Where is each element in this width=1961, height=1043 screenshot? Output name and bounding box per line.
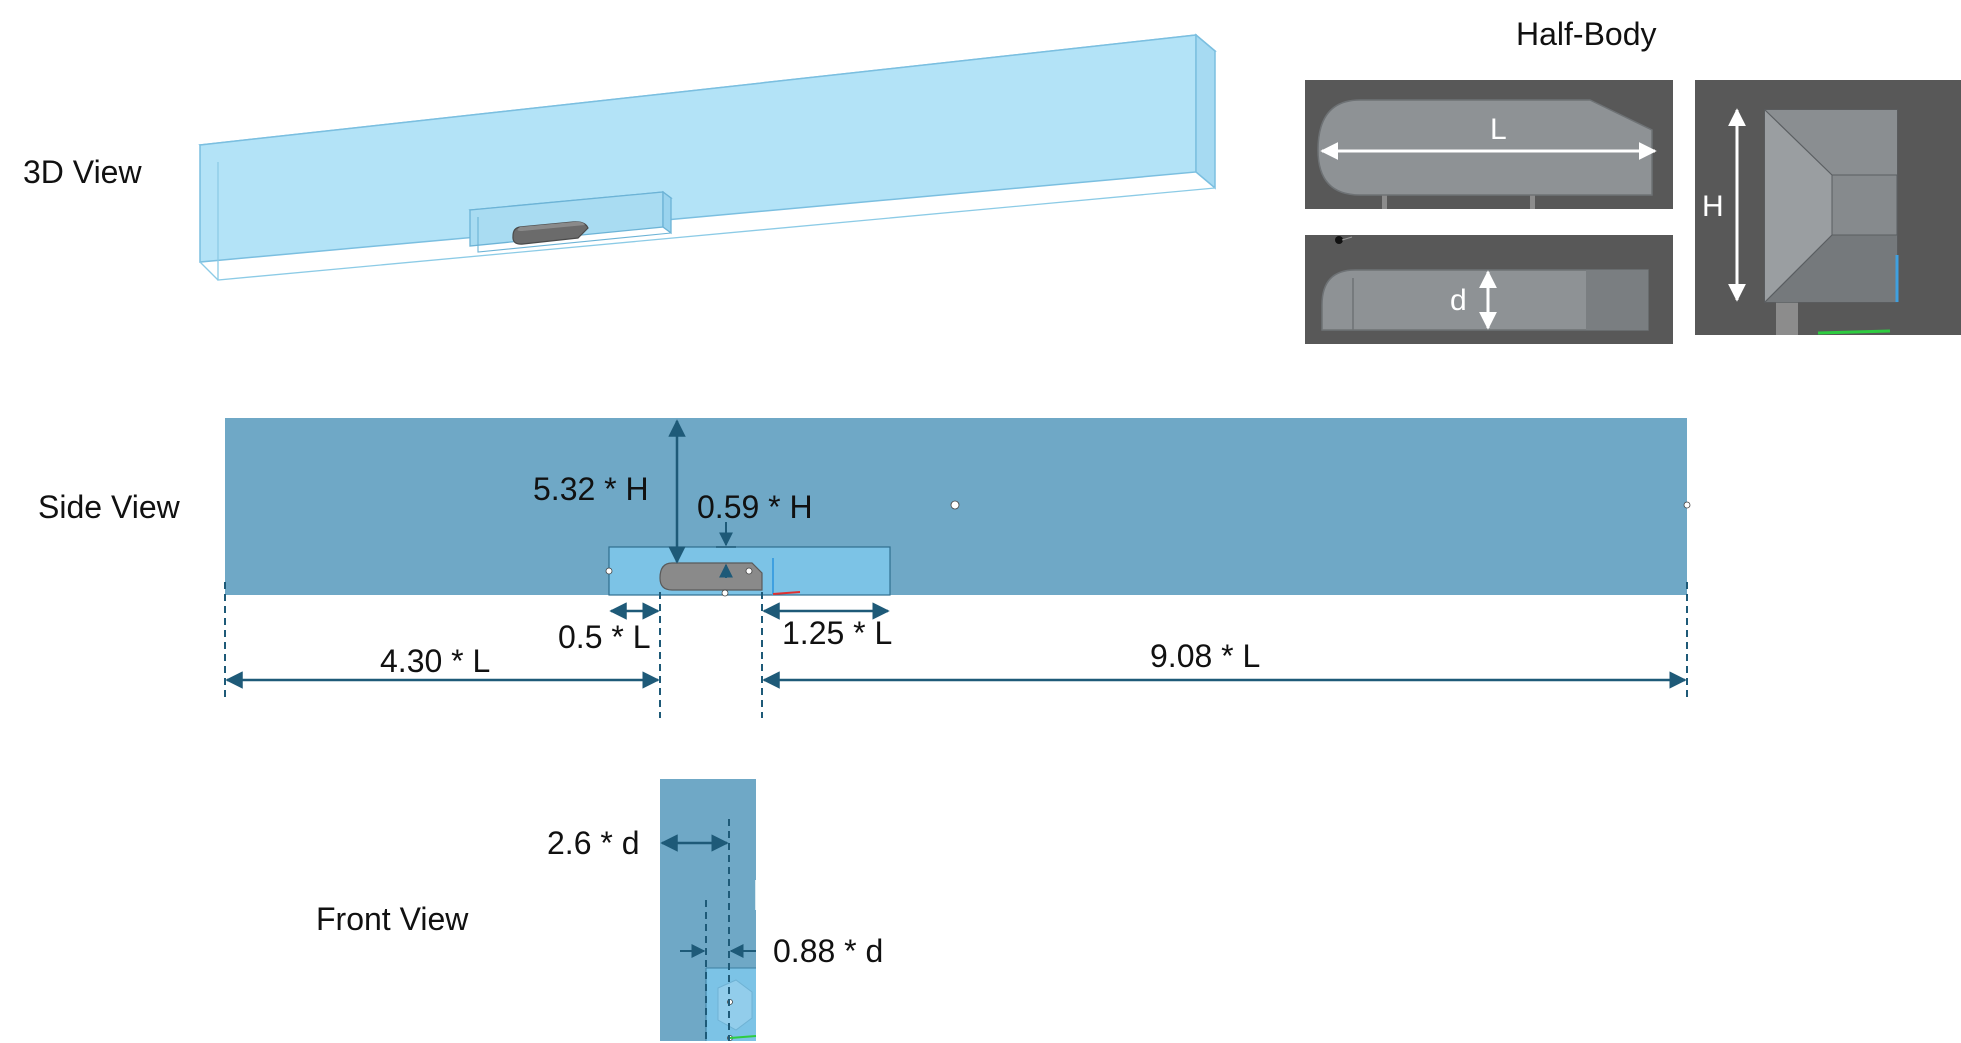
dim-label-refine-rear: 1.25 * L [782, 615, 892, 651]
label-half-body: Half-Body [1516, 16, 1657, 52]
domain-3d [198, 33, 1217, 281]
dim-label-outlet-length: 9.08 * L [1150, 638, 1260, 674]
dim-label-top-height: 5.32 * H [533, 471, 649, 507]
half-body-side-panel: d [1305, 235, 1673, 344]
dim-label-inlet-length: 4.30 * L [380, 643, 490, 679]
dim-label-L: L [1490, 113, 1507, 146]
dim-label-front-refine-width: 0.88 * d [773, 933, 883, 969]
side-view-domain [225, 418, 1691, 597]
label-side-view: Side View [38, 489, 181, 525]
dim-label-gap-height: 0.59 * H [697, 489, 813, 525]
dim-label-d: d [1450, 284, 1467, 317]
side-extension-lines [224, 582, 1688, 718]
label-3d-view: 3D View [23, 154, 142, 190]
dim-label-refine-front: 0.5 * L [558, 619, 651, 655]
label-front-view: Front View [316, 901, 469, 937]
half-body-top-panel: L [1305, 80, 1673, 209]
half-body-front-panel: H [1695, 80, 1961, 335]
side-body [659, 562, 763, 591]
front-extension-lines [705, 819, 730, 1041]
dim-label-front-width: 2.6 * d [547, 825, 640, 861]
front-view-domain [660, 779, 757, 1041]
body-3d [512, 221, 589, 245]
dim-label-H: H [1702, 190, 1724, 223]
